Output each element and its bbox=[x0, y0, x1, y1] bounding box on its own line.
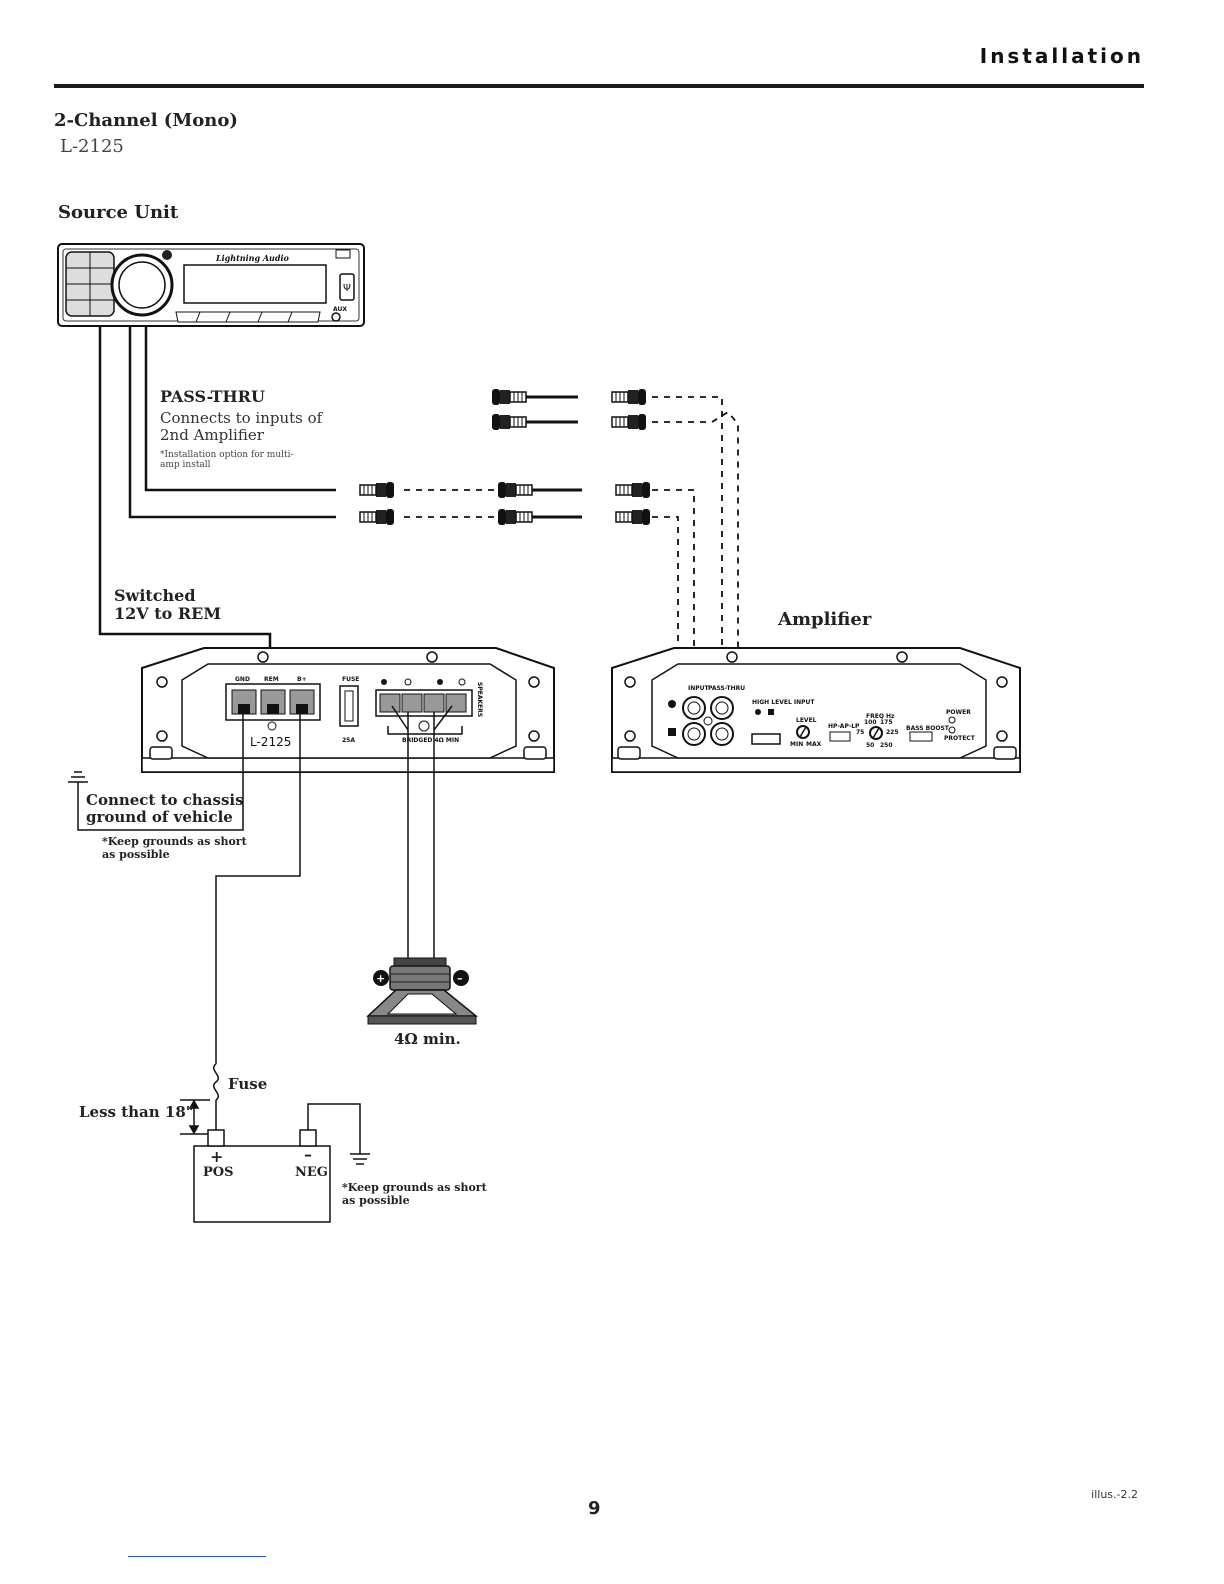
protect-led-label: PROTECT bbox=[944, 735, 976, 742]
usb-port bbox=[339, 273, 355, 301]
fuse-label: Fuse bbox=[228, 1075, 268, 1093]
model-label: L-2125 bbox=[60, 136, 124, 157]
pass-thru-description: Connects to inputs of 2nd Amplifier bbox=[160, 409, 323, 445]
power-terminal-block bbox=[225, 683, 321, 721]
power-led bbox=[948, 716, 956, 724]
source-unit: Lightning Audio Ψ AUX bbox=[57, 243, 365, 327]
gnd-terminal-label: GND bbox=[235, 676, 250, 683]
speaker-impedance-label: 4Ω min. bbox=[394, 1030, 461, 1048]
power-ground-wires bbox=[77, 705, 453, 1154]
amplifier-label: Amplifier bbox=[778, 609, 872, 630]
fuse-rating-label: 25A bbox=[342, 737, 355, 744]
keep-grounds-short-note-1: *Keep grounds as short as possible bbox=[102, 835, 247, 861]
speaker-negative-terminal bbox=[453, 970, 469, 986]
aux-jack bbox=[331, 312, 341, 322]
filter-label: HP-AP-LP bbox=[828, 723, 860, 730]
speakers-label: SPEAKERS bbox=[476, 682, 483, 717]
rca-input-jacks bbox=[668, 696, 734, 746]
battery-plus-sign: + bbox=[210, 1147, 224, 1166]
level-max-label: MAX bbox=[806, 741, 822, 748]
switched-12v-label: Switched 12V to REM bbox=[114, 586, 222, 624]
rca-cable-input-1 bbox=[497, 481, 651, 499]
input-label: INPUT bbox=[688, 685, 710, 692]
distance-marker bbox=[180, 1099, 210, 1135]
svg-text:+: + bbox=[376, 972, 385, 985]
svg-text:–: – bbox=[457, 972, 463, 985]
freq-75: 75 bbox=[856, 729, 864, 736]
pass-thru-title: PASS-THRU bbox=[160, 387, 265, 406]
battery-neg-label: NEG bbox=[295, 1165, 328, 1180]
page-number: 9 bbox=[588, 1498, 601, 1519]
bass-boost-switch bbox=[909, 731, 933, 742]
fuse-label: FUSE bbox=[342, 676, 359, 683]
freq-100: 100 bbox=[864, 719, 877, 726]
section-title: 2-Channel (Mono) bbox=[54, 110, 238, 131]
aux-label: AUX bbox=[333, 306, 347, 313]
freq-50: 50 bbox=[866, 742, 874, 749]
chassis-ground-symbol bbox=[68, 771, 88, 783]
freq-250: 250 bbox=[880, 742, 893, 749]
source-wires bbox=[98, 326, 336, 690]
speaker-positive-terminal bbox=[373, 970, 389, 986]
level-label: LEVEL bbox=[796, 717, 817, 724]
battery-ground-symbol bbox=[350, 1153, 370, 1165]
freq-label: FREQ Hz bbox=[866, 713, 895, 720]
source-unit-display bbox=[183, 264, 327, 304]
usb-icon: Ψ bbox=[343, 283, 351, 294]
protect-led bbox=[948, 726, 956, 734]
battery-minus-sign: – bbox=[304, 1145, 312, 1164]
amp-model-label: L-2125 bbox=[250, 735, 291, 749]
rca-cable-input-2 bbox=[497, 508, 651, 526]
filter-switch bbox=[829, 731, 851, 742]
keep-grounds-short-note-2: *Keep grounds as short as possible bbox=[342, 1181, 487, 1207]
high-level-connector bbox=[751, 733, 781, 745]
amp-main: GND REM B+ L-2125 FUSE 25A BRIDGED 4Ω MI… bbox=[141, 647, 555, 773]
power-led-label: POWER bbox=[946, 709, 971, 716]
fuse-distance-label: Less than 18" bbox=[79, 1103, 194, 1121]
header-rule bbox=[54, 84, 1144, 88]
source-rca-plug-2 bbox=[359, 508, 395, 526]
level-min-label: MIN bbox=[790, 741, 803, 748]
freq-225: 225 bbox=[886, 729, 899, 736]
rca-cable-passthru-2 bbox=[491, 413, 647, 431]
chassis-ground-label: Connect to chassis ground of vehicle bbox=[86, 791, 244, 827]
rca-cable-passthru-1 bbox=[491, 388, 647, 406]
amp-second: INPUT PASS-THRU HIGH LEVEL INPUT LEVEL M… bbox=[611, 647, 1021, 773]
bass-boost-label: BASS BOOST bbox=[906, 725, 950, 732]
pass-thru-jack-label: PASS-THRU bbox=[708, 685, 745, 692]
brand-logo: Lightning Audio bbox=[215, 253, 289, 263]
dashed-connections bbox=[404, 396, 739, 690]
footer-link-underline[interactable] bbox=[128, 1556, 266, 1557]
rem-terminal-label: REM bbox=[264, 676, 279, 683]
bridged-label: BRIDGED 4Ω MIN bbox=[402, 737, 459, 744]
source-unit-button-panel bbox=[65, 251, 115, 317]
source-rca-plug-1 bbox=[359, 481, 395, 499]
high-level-label: HIGH LEVEL INPUT bbox=[752, 699, 815, 706]
bplus-terminal-label: B+ bbox=[297, 676, 307, 683]
pass-thru-note: *Installation option for multi-amp insta… bbox=[160, 450, 294, 471]
source-unit-label: Source Unit bbox=[58, 202, 179, 223]
subwoofer-speaker: + – bbox=[366, 957, 479, 1025]
battery bbox=[193, 1129, 331, 1223]
page-header-title: Installation bbox=[979, 44, 1144, 68]
battery-pos-label: POS bbox=[203, 1165, 234, 1180]
freq-175: 175 bbox=[880, 719, 893, 726]
illustration-id: illus.-2.2 bbox=[1091, 1488, 1138, 1501]
